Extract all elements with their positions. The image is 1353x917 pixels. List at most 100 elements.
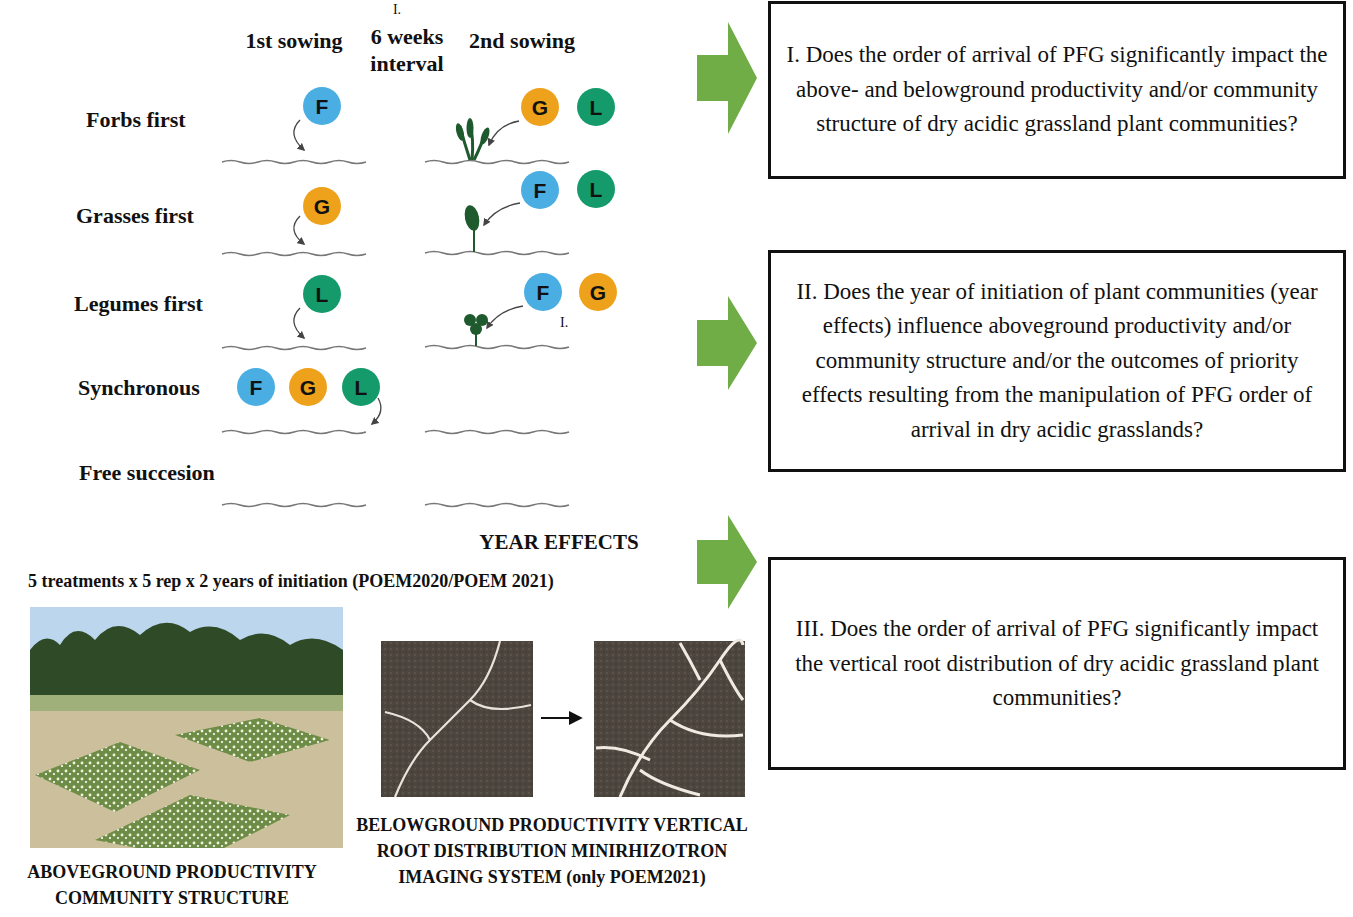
plant-group-circle: L <box>303 275 341 313</box>
root-photo <box>385 712 430 740</box>
label-holder: 2nd sowing <box>452 28 592 54</box>
ground-lines <box>425 431 569 434</box>
plant-group-circle: F <box>524 273 562 311</box>
label-holder: Forbs first <box>86 107 186 133</box>
group-letter: G <box>590 282 606 303</box>
plant-group-circle: F <box>237 368 275 406</box>
label-text: ABOVEGROUND PRODUCTIVITY COMMUNITY STRUC… <box>2 859 342 911</box>
plant-group-circle: G <box>289 368 327 406</box>
ground-lines <box>222 161 569 507</box>
ground-lines <box>425 252 569 255</box>
seedling-sketches <box>473 228 475 252</box>
plant-group-circle: G <box>521 88 559 126</box>
root-photo <box>385 641 531 797</box>
seedling-sketches <box>467 118 474 138</box>
ground-lines <box>425 504 569 507</box>
root-photo <box>596 640 743 797</box>
sowing-arrows <box>294 308 304 338</box>
question-box: II. Does the year of initiation of plant… <box>768 250 1346 472</box>
group-letter: F <box>250 377 263 398</box>
seedling-sketches <box>454 118 491 346</box>
label-holder: ABOVEGROUND PRODUCTIVITY COMMUNITY STRUC… <box>2 859 342 911</box>
root-photo <box>381 641 533 797</box>
plant-group-circle: L <box>577 88 615 126</box>
seedling-sketches <box>454 122 465 141</box>
sowing-arrows <box>294 120 304 150</box>
label-holder: Synchronous <box>78 375 200 401</box>
sowing-arrows <box>294 216 304 244</box>
label-text: Synchronous <box>78 375 200 401</box>
field-photo <box>30 623 343 700</box>
label-holder: Legumes first <box>74 291 203 317</box>
field-photo <box>30 607 343 848</box>
root-photo <box>640 770 700 795</box>
ground-lines <box>425 346 569 349</box>
ground-lines <box>222 253 366 256</box>
label-text: 1st sowing <box>224 28 364 54</box>
root-photo <box>395 641 500 797</box>
plant-group-circle: G <box>303 187 341 225</box>
root-photo <box>680 643 700 680</box>
label-text: 5 treatments x 5 rep x 2 years of initia… <box>28 571 554 593</box>
seedling-sketches <box>479 126 492 145</box>
question-text: I. Does the order of arrival of PFG sign… <box>783 38 1331 142</box>
plant-group-circle: L <box>577 170 615 208</box>
label-text: Forbs first <box>86 107 186 133</box>
ground-lines <box>222 161 366 164</box>
flow-arrows <box>697 22 757 609</box>
ground-lines <box>222 504 366 507</box>
question-text: III. Does the order of arrival of PFG si… <box>783 612 1331 716</box>
flow-arrows <box>697 515 757 609</box>
root-photo <box>594 640 745 797</box>
seedling-sketches <box>470 323 482 335</box>
group-letter: G <box>314 196 330 217</box>
field-photo <box>35 742 200 812</box>
group-letter: F <box>537 282 550 303</box>
sowing-arrows <box>372 398 381 424</box>
ground-lines <box>425 161 569 164</box>
root-photo <box>470 700 531 709</box>
label-holder: 5 treatments x 5 rep x 2 years of initia… <box>28 571 554 593</box>
group-letter: G <box>532 97 548 118</box>
ground-lines <box>222 431 366 434</box>
group-letter: L <box>316 284 329 305</box>
field-photo <box>30 695 343 711</box>
group-letter: L <box>590 97 603 118</box>
label-holder: I. <box>560 315 568 332</box>
root-photo <box>720 660 743 700</box>
group-letter: F <box>534 180 547 201</box>
flow-arrows <box>697 296 757 390</box>
root-photo <box>381 641 533 797</box>
sowing-arrows <box>489 121 519 145</box>
label-holder: 1st sowing <box>224 28 364 54</box>
label-text: 6 weeks interval <box>360 23 455 77</box>
label-holder: Free succesion <box>79 460 215 486</box>
group-letter: F <box>316 96 329 117</box>
label-text: I. <box>560 315 568 332</box>
root-photo <box>620 640 743 797</box>
seedling-sketches <box>462 204 481 232</box>
field-photo <box>175 718 330 762</box>
field-photo <box>95 795 290 848</box>
group-letter: G <box>300 377 316 398</box>
sowing-arrows <box>487 306 523 328</box>
question-box: III. Does the order of arrival of PFG si… <box>768 557 1346 770</box>
plant-group-circle: F <box>303 87 341 125</box>
sowing-arrows <box>294 120 523 424</box>
label-text: YEAR EFFECTS <box>439 530 679 555</box>
label-holder: 6 weeks interval <box>360 23 455 77</box>
group-letter: L <box>355 377 368 398</box>
label-holder: YEAR EFFECTS <box>439 530 679 555</box>
sowing-arrows <box>484 203 520 225</box>
root-photo <box>670 720 743 736</box>
label-text: I. <box>382 2 412 19</box>
label-text: Grasses first <box>76 203 194 229</box>
flow-arrows <box>697 22 757 134</box>
question-text: II. Does the year of initiation of plant… <box>783 275 1331 448</box>
label-text: BELOWGROUND PRODUCTIVITY VERTICAL ROOT D… <box>342 812 762 890</box>
plant-group-circle: F <box>521 171 559 209</box>
group-letter: L <box>590 179 603 200</box>
label-holder: Grasses first <box>76 203 194 229</box>
plant-group-circle: L <box>342 368 380 406</box>
